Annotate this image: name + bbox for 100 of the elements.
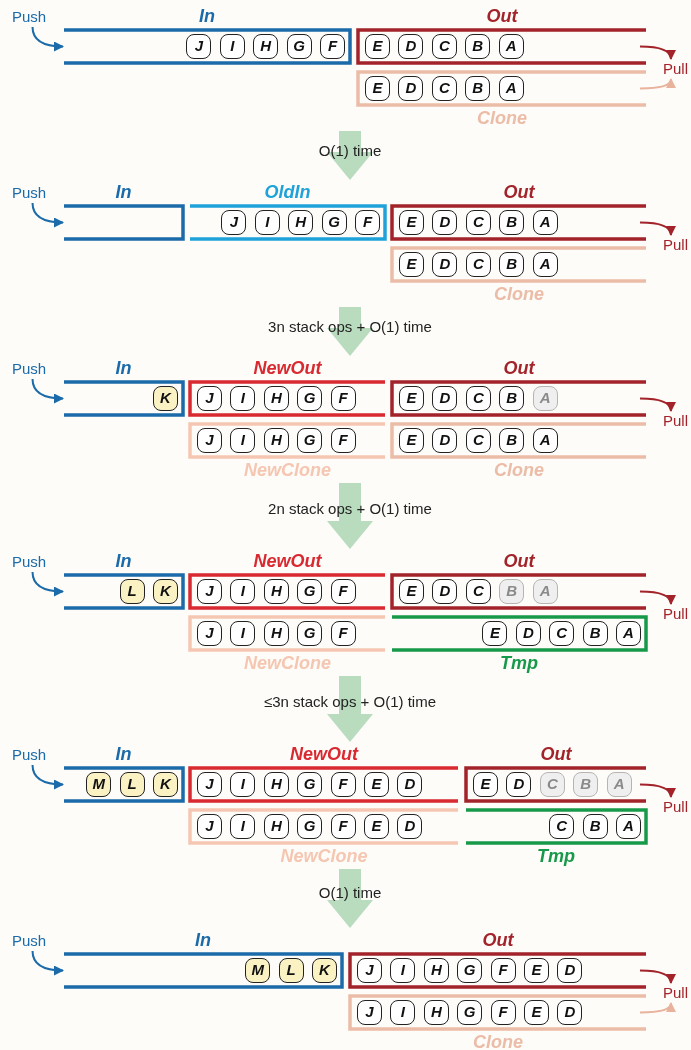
stack-label: Clone <box>477 108 527 128</box>
stack-item: G <box>297 428 323 453</box>
stack-item: E <box>364 772 389 797</box>
stack-label: NewOut <box>253 551 322 571</box>
curved-arrow <box>639 1002 675 1014</box>
curved-arrow <box>639 969 675 984</box>
stack-label: Clone <box>494 284 544 304</box>
pull-label: Pull <box>663 60 688 78</box>
push-label: Push <box>12 553 47 571</box>
stack-item: I <box>390 1000 416 1025</box>
stack-item: G <box>297 772 323 797</box>
stack-label: NewClone <box>244 460 331 480</box>
stack-item: J <box>357 1000 382 1025</box>
curved-arrow <box>639 78 675 90</box>
stack-label: Out <box>503 551 535 571</box>
stack-item: I <box>230 772 256 797</box>
stack-item: H <box>423 958 449 983</box>
stack-item: C <box>431 76 457 101</box>
stack-item: H <box>253 34 279 59</box>
stack-item: L <box>278 958 304 983</box>
stack-item: L <box>119 579 145 604</box>
stack-item: C <box>465 579 491 604</box>
stack-item: B <box>465 34 491 59</box>
push-label: Push <box>12 360 47 378</box>
stack-item: F <box>330 386 356 411</box>
curved-arrow <box>639 221 675 236</box>
stack-item: A <box>532 579 558 604</box>
stack-item: H <box>263 814 289 839</box>
stack-item: B <box>499 210 525 235</box>
stack-item: J <box>221 210 247 235</box>
stack-label: In <box>195 930 211 950</box>
stack-label: NewOut <box>253 358 322 378</box>
stack-item: D <box>432 210 458 235</box>
stack-item: F <box>330 579 356 604</box>
edge-label: O(1) time <box>318 883 382 902</box>
stack-item: E <box>365 76 390 101</box>
stack-label: OldIn <box>264 182 311 202</box>
stack-item: F <box>330 772 356 797</box>
stack-item: H <box>263 621 289 646</box>
stack-item: C <box>465 386 491 411</box>
stack-item: C <box>549 621 575 646</box>
stack-item: A <box>616 621 641 646</box>
stack-item: G <box>457 958 483 983</box>
stack-item: I <box>254 210 280 235</box>
stack-item: G <box>321 210 347 235</box>
stack-item: C <box>549 814 575 839</box>
pull-label: Pull <box>663 236 688 254</box>
stack-item: B <box>499 579 525 604</box>
stack-item: G <box>297 579 323 604</box>
stack-label: In <box>199 6 215 26</box>
curved-arrow <box>639 590 675 605</box>
stack-item: E <box>524 958 549 983</box>
stack-item: A <box>616 814 641 839</box>
stack-item: I <box>230 621 256 646</box>
stack-item: C <box>465 210 491 235</box>
curved-arrow <box>31 764 64 790</box>
stack-item: D <box>506 772 532 797</box>
stack-label: In <box>115 551 132 571</box>
block-arrow <box>325 869 375 928</box>
stack-label: Out <box>482 930 514 950</box>
stack-item: D <box>397 814 423 839</box>
stack-item: I <box>230 814 256 839</box>
block-arrow <box>325 676 375 742</box>
push-label: Push <box>12 932 47 950</box>
stack-item: B <box>582 814 608 839</box>
stack-item: H <box>263 428 289 453</box>
stack-label: Out <box>503 358 535 378</box>
stack-item: M <box>86 772 112 797</box>
stack-item: C <box>465 252 491 277</box>
stack-item: D <box>557 1000 583 1025</box>
stack-item: G <box>297 621 323 646</box>
stack-item: B <box>573 772 599 797</box>
stack-item: F <box>330 428 356 453</box>
stack-label: Clone <box>494 460 544 480</box>
curved-arrow <box>31 950 64 976</box>
stack-item: M <box>245 958 271 983</box>
stack-item: D <box>432 252 458 277</box>
push-label: Push <box>12 184 47 202</box>
pull-label: Pull <box>663 798 688 816</box>
stack-item: B <box>582 621 608 646</box>
stack-item: F <box>330 814 356 839</box>
stack-item: I <box>219 34 245 59</box>
stack-item: E <box>482 621 508 646</box>
stack-item: E <box>399 428 424 453</box>
stack-item: A <box>498 34 524 59</box>
stack-item: E <box>399 252 424 277</box>
stack-item: I <box>230 579 256 604</box>
stack-label: In <box>115 358 132 378</box>
stack-item: E <box>364 814 389 839</box>
stack-item: H <box>288 210 314 235</box>
curved-arrow <box>639 45 675 60</box>
stack-item: F <box>320 34 345 59</box>
stack-item: H <box>423 1000 449 1025</box>
curved-arrow <box>31 202 64 228</box>
stack-item: B <box>499 386 525 411</box>
pull-label: Pull <box>663 412 688 430</box>
stack-item: K <box>153 579 178 604</box>
stack-item: J <box>186 34 212 59</box>
stack-item: E <box>365 34 390 59</box>
stack-item: C <box>465 428 491 453</box>
